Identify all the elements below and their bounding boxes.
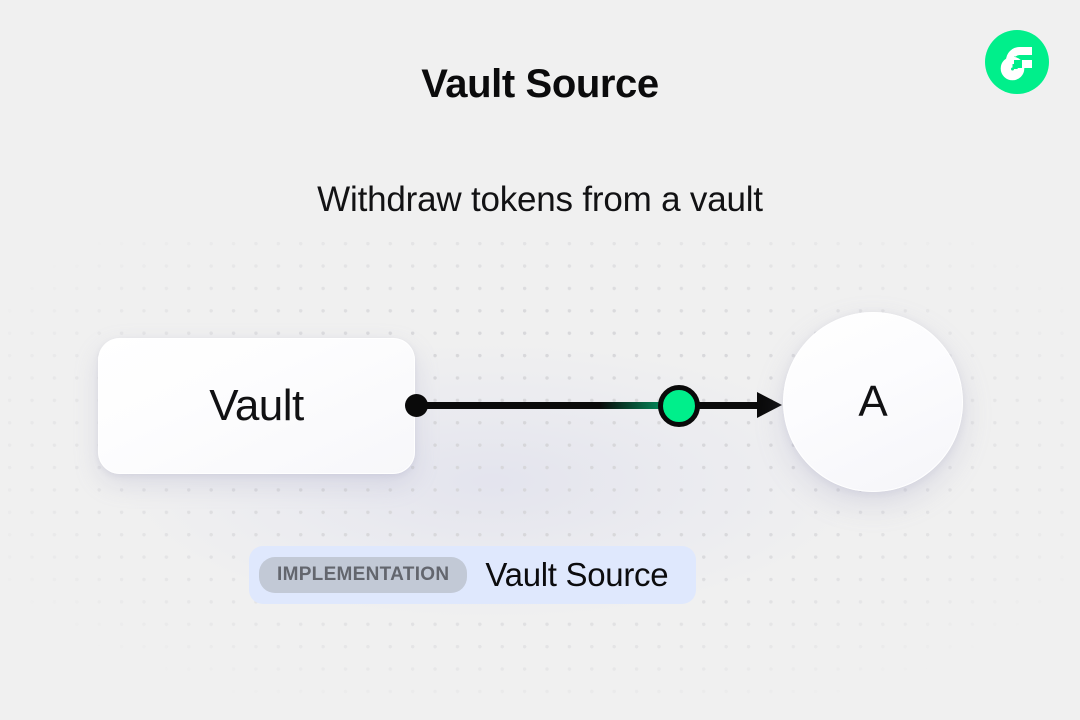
page-subtitle: Withdraw tokens from a vault bbox=[317, 180, 763, 219]
node-vault-label: Vault bbox=[209, 381, 304, 430]
node-a[interactable]: A bbox=[783, 312, 963, 492]
edge-arrowhead-icon bbox=[757, 392, 782, 418]
implementation-value-label: Vault Source bbox=[485, 556, 669, 593]
edge-line bbox=[416, 402, 766, 409]
page-title: Vault Source bbox=[421, 62, 659, 106]
edge-midpoint-handle-icon[interactable] bbox=[658, 385, 700, 427]
edge-source-handle-icon[interactable] bbox=[405, 394, 428, 417]
implementation-tag-label: IMPLEMENTATION bbox=[259, 557, 468, 593]
implementation-badge: IMPLEMENTATION Vault Source bbox=[249, 546, 697, 604]
node-vault[interactable]: Vault bbox=[98, 338, 415, 474]
flow-logo-mark bbox=[1000, 47, 1032, 81]
node-a-label: A bbox=[858, 377, 888, 426]
edge-line-accent bbox=[600, 402, 680, 409]
flow-logo-icon bbox=[985, 30, 1049, 94]
